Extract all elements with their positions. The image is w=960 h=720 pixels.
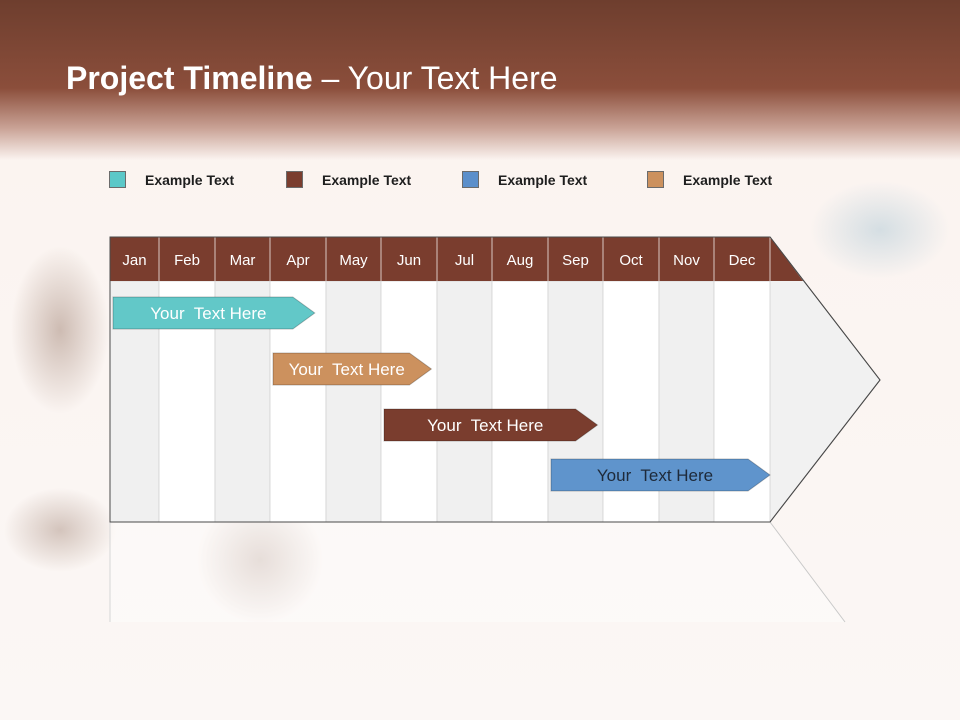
- legend-swatch-3: [462, 171, 479, 188]
- month-label: Jul: [455, 252, 474, 269]
- task-label: Your Text Here: [289, 360, 405, 379]
- legend-label-3: Example Text: [498, 172, 588, 188]
- title-banner: [0, 0, 960, 160]
- title-rest-part: – Your Text Here: [312, 60, 558, 96]
- month-column: [491, 280, 549, 523]
- month-column: [380, 280, 438, 523]
- task-label: Your Text Here: [150, 304, 266, 323]
- month-label: Jun: [397, 252, 421, 269]
- month-label: Mar: [230, 252, 256, 269]
- title-bold-part: Project Timeline: [66, 60, 313, 96]
- legend-swatch-2: [286, 171, 303, 188]
- month-label: Jan: [122, 252, 146, 269]
- month-label: Apr: [286, 252, 309, 269]
- reflection-edge: [769, 521, 846, 623]
- task-arrow: [383, 408, 599, 442]
- legend-swatch-4: [647, 171, 664, 188]
- month-column: [325, 280, 382, 523]
- timeline-arrow-outline: [109, 236, 881, 523]
- month-label: May: [339, 252, 368, 269]
- month-label: Nov: [673, 252, 700, 269]
- slide-title: Project Timeline – Your Text Here: [66, 60, 558, 97]
- month-label: Aug: [507, 252, 534, 269]
- legend-label-1: Example Text: [145, 172, 235, 188]
- month-label: Dec: [729, 252, 756, 269]
- month-column: [436, 280, 493, 523]
- month-label: Sep: [562, 252, 589, 269]
- task-arrow: [272, 352, 433, 386]
- legend-label-4: Example Text: [683, 172, 773, 188]
- task-label: Your Text Here: [597, 466, 713, 485]
- task-label: Your Text Here: [427, 416, 543, 435]
- month-header-band: [110, 237, 803, 281]
- task-arrow: [112, 296, 316, 330]
- month-label: Feb: [174, 252, 200, 269]
- legend-label-2: Example Text: [322, 172, 412, 188]
- timeline-reflection: [110, 522, 845, 622]
- task-arrow: [550, 458, 771, 492]
- legend-swatch-1: [109, 171, 126, 188]
- month-label: Oct: [619, 252, 643, 269]
